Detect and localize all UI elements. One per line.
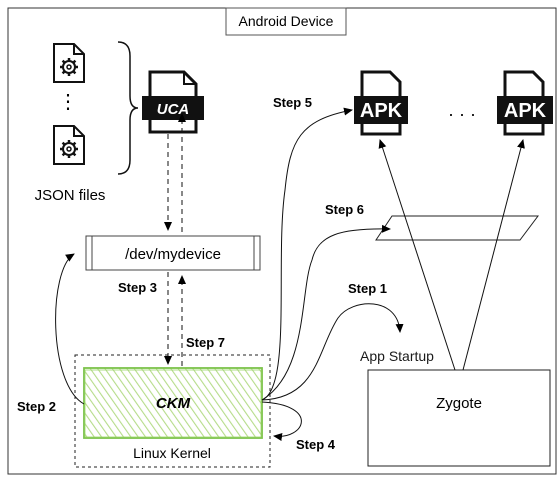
arrow-zygote-to-apk-left: [378, 139, 456, 371]
apk-label: APK: [360, 100, 403, 122]
json-file-icon-top: [53, 43, 85, 83]
zygote-box: [367, 369, 551, 467]
gear-icon: [60, 58, 78, 76]
json-files-label: JSON files: [35, 187, 106, 204]
zygote-label: Zygote: [436, 395, 482, 412]
brace: [117, 41, 139, 175]
dev-mydevice-box: /dev/mydevice: [85, 235, 261, 271]
apk-label: APK: [504, 100, 547, 122]
uca-label: UCA: [157, 101, 190, 118]
apk-file-icon-left: APK: [354, 70, 408, 136]
app-parallelogram: [375, 215, 539, 241]
step5-label: Step 5: [273, 95, 312, 110]
arrow-step5: [261, 107, 353, 401]
ckm-label: CKM: [156, 395, 191, 412]
uca-file-icon: UCA: [142, 70, 204, 134]
step6-label: Step 6: [325, 202, 364, 217]
arrow-step6: [261, 224, 391, 401]
app-startup-label: App Startup: [360, 348, 434, 364]
device-title: Android Device: [239, 13, 334, 29]
step4-label: Step 4: [296, 437, 336, 452]
json-file-icon-bottom: [53, 125, 85, 165]
gear-icon: [60, 140, 78, 158]
arrow-step4: [261, 401, 302, 441]
arrow-step1: [261, 303, 404, 401]
dev-mydevice-label: /dev/mydevice: [125, 246, 221, 263]
step1-label: Step 1: [348, 281, 387, 296]
linux-kernel-label: Linux Kernel: [133, 445, 211, 461]
step2-label: Step 2: [17, 399, 56, 414]
ckm-box: CKM: [83, 367, 263, 439]
apk-ellipsis: · · ·: [448, 104, 476, 124]
arrow-zygote-to-apk-right: [462, 139, 525, 371]
json-files-ellipsis: ⋮: [58, 91, 78, 113]
arrow-step2: [55, 253, 85, 405]
device-title-box: Android Device: [225, 7, 347, 36]
step3-label: Step 3: [118, 280, 157, 295]
apk-file-icon-right: APK: [497, 70, 553, 136]
linux-kernel-box: [74, 354, 271, 468]
step7-label: Step 7: [186, 335, 225, 350]
